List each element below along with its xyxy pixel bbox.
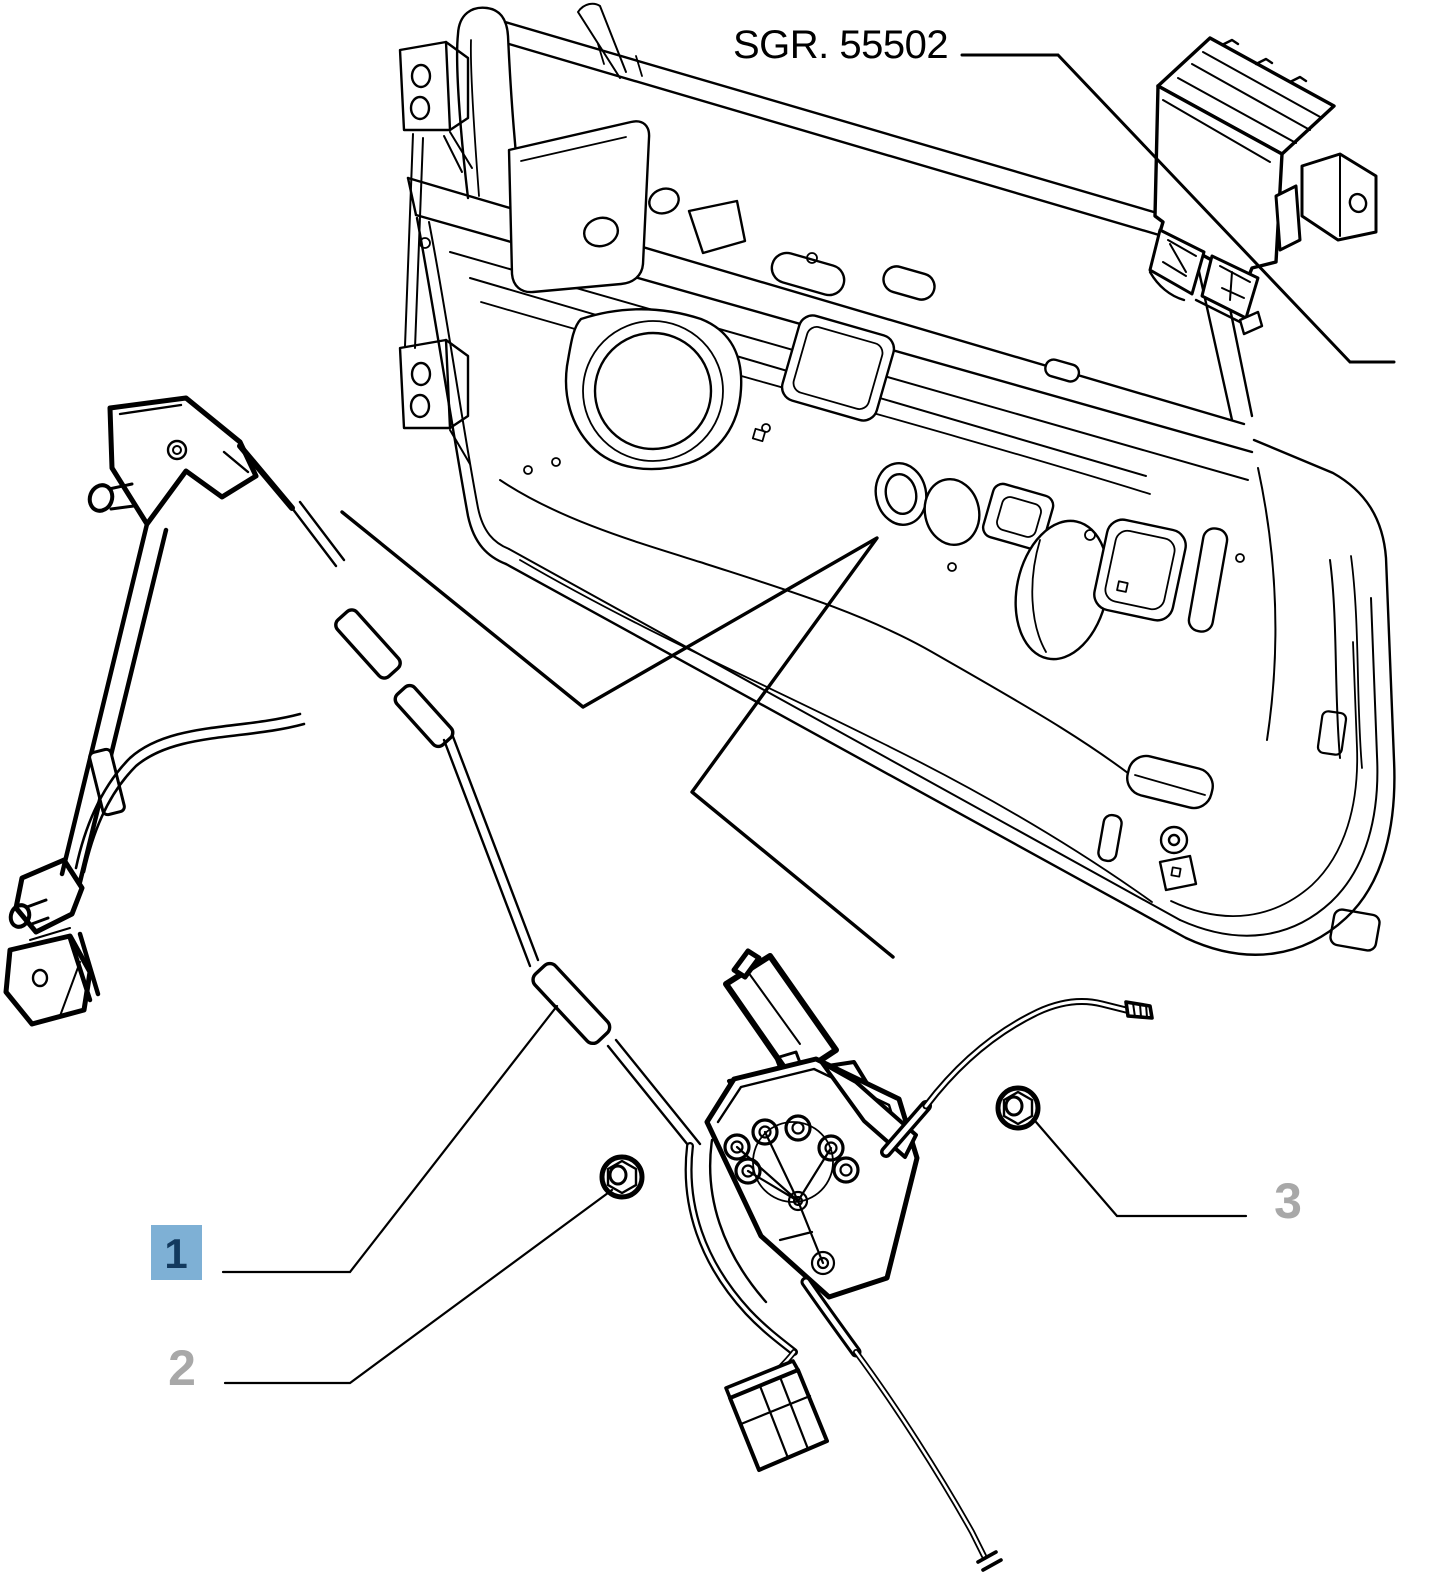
fixing-nut-2[interactable] xyxy=(599,1154,645,1200)
lower-hinge-bracket xyxy=(398,338,471,465)
callout-2[interactable]: 2 xyxy=(168,1340,196,1396)
wiring-connector xyxy=(724,1359,829,1472)
callout-leader-lines xyxy=(221,1004,1248,1385)
module-group-label: SGR. 55502 xyxy=(733,23,948,67)
callout-1-highlight-box xyxy=(151,1225,202,1280)
fixing-nut-3[interactable] xyxy=(995,1085,1041,1131)
callout-1-number: 1 xyxy=(164,1230,187,1277)
upper-hinge-bracket xyxy=(398,40,473,173)
callout-3[interactable]: 3 xyxy=(1274,1173,1302,1229)
location-pointer-lines xyxy=(340,510,895,959)
control-module[interactable] xyxy=(1148,36,1378,336)
module-leader-line xyxy=(960,53,1396,364)
callout-1[interactable]: 1 xyxy=(151,1225,202,1280)
door-panel-drawing xyxy=(398,2,1396,956)
motor-drive-unit[interactable] xyxy=(684,948,1154,1572)
window-regulator-assembly[interactable] xyxy=(3,395,1154,1572)
